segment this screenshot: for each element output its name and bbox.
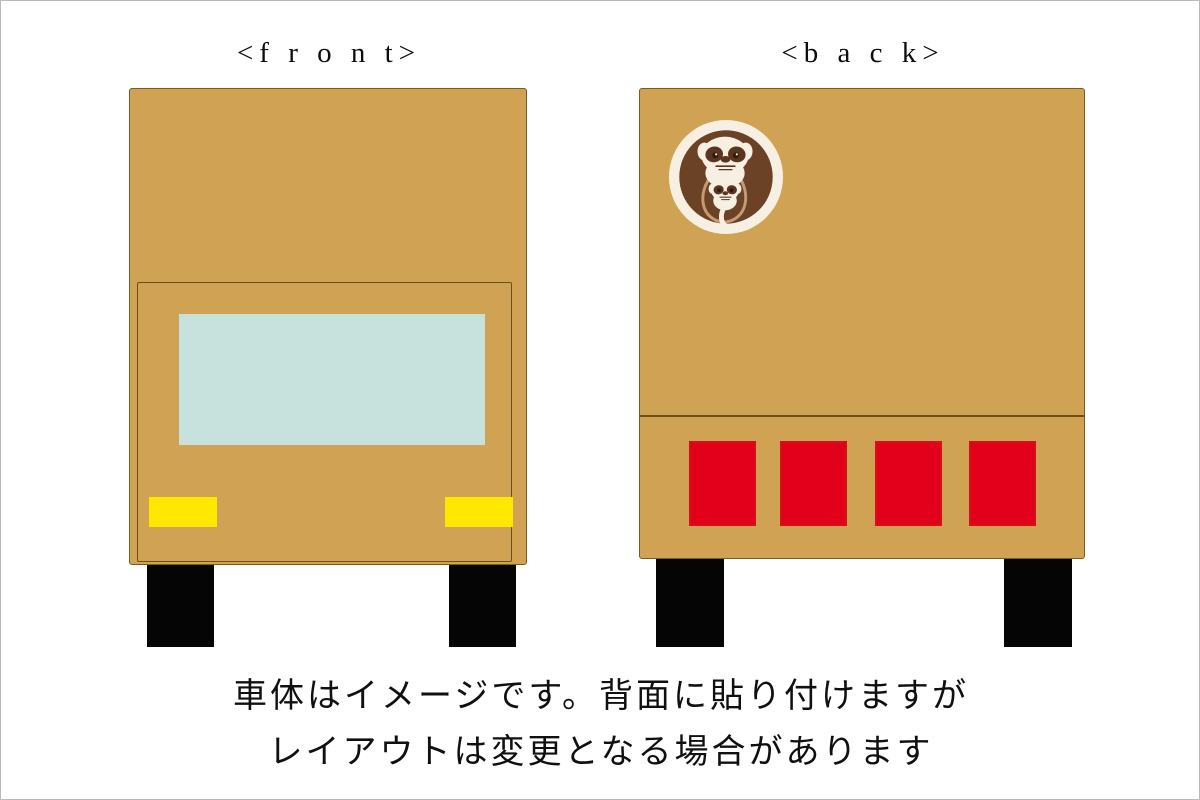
back-wheel-left	[656, 559, 724, 647]
headlight-left	[149, 497, 217, 527]
back-view-caption: <b a c k>	[781, 37, 945, 69]
taillight-4	[969, 441, 1036, 526]
taillight-1	[689, 441, 756, 526]
back-truck-illustration	[639, 88, 1087, 647]
taillight-2	[780, 441, 847, 526]
disclaimer-line-2: レイアウトは変更となる場合があります	[268, 734, 934, 771]
taillight-3	[875, 441, 942, 526]
sloth-badge-icon	[667, 118, 785, 236]
front-wheel-right	[449, 565, 516, 647]
back-wheel-right	[1004, 559, 1072, 647]
disclaimer-note: 車体はイメージです。背面に貼り付けますが レイアウトは変更となる場合があります	[1, 669, 1200, 781]
windshield	[179, 314, 485, 445]
disclaimer-line-1: 車体はイメージです。背面に貼り付けますが	[233, 678, 969, 715]
front-wheel-left	[147, 565, 214, 647]
back-panel-divider	[640, 415, 1084, 417]
front-view-caption: <f r o n t>	[236, 37, 422, 69]
front-truck-illustration	[129, 88, 529, 647]
headlight-right	[445, 497, 513, 527]
